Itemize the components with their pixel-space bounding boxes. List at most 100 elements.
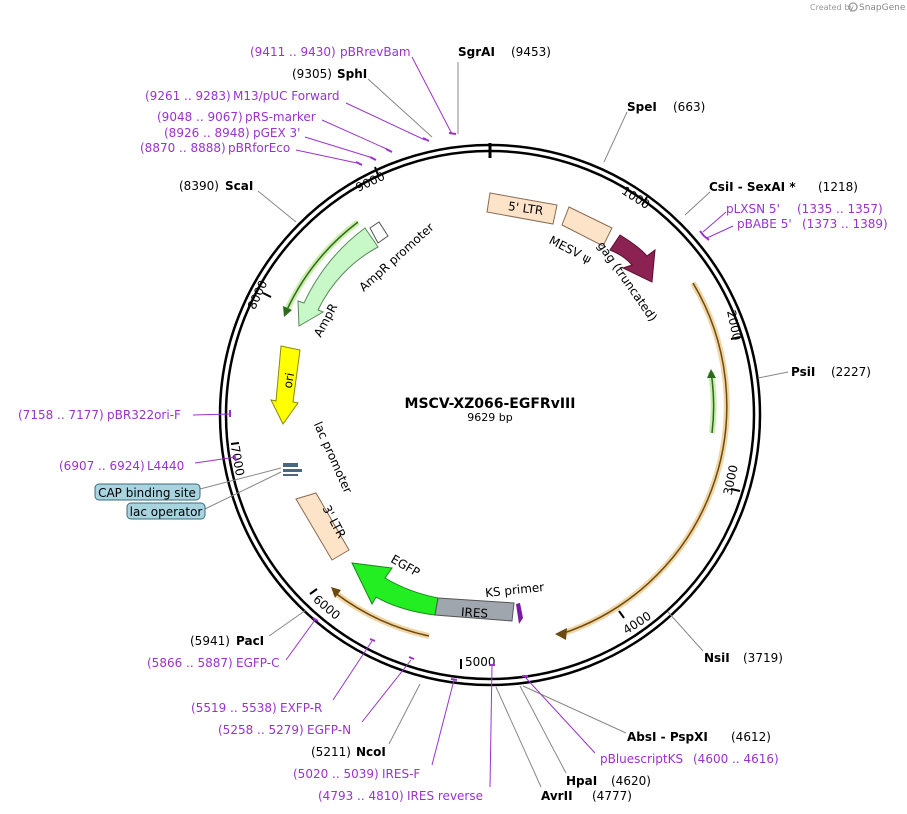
svg-text:NsiI: NsiI bbox=[704, 651, 730, 665]
svg-text:pBRrevBam: pBRrevBam bbox=[340, 45, 411, 59]
enzyme-avrii[interactable]: AvrII (4777) bbox=[495, 686, 632, 803]
svg-text:CsiI - SexAI *: CsiI - SexAI * bbox=[709, 180, 796, 194]
svg-text:(663): (663) bbox=[673, 100, 705, 114]
cap-binding-site-box[interactable]: CAP binding site bbox=[94, 483, 201, 501]
svg-text:L4440: L4440 bbox=[147, 459, 184, 473]
svg-text:HpaI: HpaI bbox=[566, 774, 597, 788]
tick-7000: 7000 bbox=[228, 445, 247, 478]
map-title: MSCV-XZ066-EGFRvIII bbox=[405, 396, 576, 412]
svg-text:(1218): (1218) bbox=[818, 180, 858, 194]
svg-text:(5866 .. 5887): (5866 .. 5887) bbox=[147, 656, 233, 670]
feature-5-ltr[interactable]: 5' LTR bbox=[486, 192, 558, 225]
enzyme-ncoi[interactable]: (5211) NcoI bbox=[311, 683, 421, 759]
svg-text:IRES reverse: IRES reverse bbox=[407, 789, 483, 803]
orf-arc-right bbox=[555, 281, 730, 640]
svg-text:NcoI: NcoI bbox=[356, 745, 386, 759]
primer-egfp-c[interactable]: (5866 .. 5887) EGFP-C bbox=[147, 617, 319, 670]
svg-text:pBluescriptKS: pBluescriptKS bbox=[600, 752, 683, 766]
feature-ires[interactable]: IRES bbox=[434, 597, 515, 622]
svg-text:(4777): (4777) bbox=[592, 789, 632, 803]
enzyme-sphi[interactable]: (9305) SphI bbox=[292, 67, 433, 138]
credit-brand: SnapGene bbox=[859, 3, 906, 13]
enzyme-spei[interactable]: SpeI (663) bbox=[603, 100, 705, 163]
enzyme-hpai[interactable]: HpaI (4620) bbox=[519, 685, 651, 788]
primer-pbluescriptks[interactable]: pBluescriptKS (4600 .. 4616) bbox=[522, 675, 779, 766]
cap-leader bbox=[199, 467, 282, 490]
svg-text:(4620): (4620) bbox=[611, 774, 651, 788]
feature-5-ltr-label: 5' LTR bbox=[507, 199, 544, 218]
lac-operator-label: lac operator bbox=[130, 505, 203, 519]
feature-3-ltr[interactable]: 3' LTR bbox=[295, 492, 350, 561]
svg-text:(5258 .. 5279): (5258 .. 5279) bbox=[218, 723, 304, 737]
svg-text:(9305): (9305) bbox=[292, 67, 332, 81]
svg-text:pGEX 3': pGEX 3' bbox=[253, 126, 300, 140]
svg-text:pBABE 5': pBABE 5' bbox=[737, 217, 792, 231]
feature-ks-primer[interactable]: KS primer bbox=[484, 580, 545, 624]
primer-ires-reverse[interactable]: (4793 .. 4810) IRES reverse bbox=[318, 664, 495, 803]
primer-prs-marker[interactable]: (9048 .. 9067) pRS-marker bbox=[157, 110, 393, 153]
feature-lac-promoter[interactable]: lac promoter bbox=[283, 419, 355, 495]
snapgene-credit: Created by SnapGene bbox=[810, 2, 906, 13]
lac-operator-box[interactable]: lac operator bbox=[126, 502, 206, 520]
svg-text:(4612): (4612) bbox=[731, 730, 771, 744]
svg-text:(8390): (8390) bbox=[179, 179, 219, 193]
svg-text:(3719): (3719) bbox=[743, 651, 783, 665]
svg-text:(4793 .. 4810): (4793 .. 4810) bbox=[318, 789, 404, 803]
enzyme-nsii[interactable]: NsiI (3719) bbox=[667, 611, 783, 665]
primer-pgex-3[interactable]: (8926 .. 8948) pGEX 3' bbox=[164, 126, 377, 161]
svg-text:ScaI: ScaI bbox=[225, 179, 253, 193]
feature-ampr-promoter-label: AmpR promoter bbox=[356, 220, 436, 294]
map-length: 9629 bp bbox=[467, 411, 512, 424]
svg-text:EGFP-N: EGFP-N bbox=[307, 723, 351, 737]
svg-text:(8926 .. 8948): (8926 .. 8948) bbox=[164, 126, 250, 140]
feature-ampr[interactable]: AmpR bbox=[297, 227, 379, 339]
primer-plxsn-5[interactable]: pLXSN 5' (1335 .. 1357) bbox=[699, 202, 883, 237]
enzyme-scai[interactable]: (8390) ScaI bbox=[179, 179, 297, 223]
svg-text:EGFP-C: EGFP-C bbox=[236, 656, 279, 670]
svg-text:AvrII: AvrII bbox=[541, 789, 573, 803]
feature-egfp-label: EGFP bbox=[388, 552, 422, 580]
svg-text:(4600 .. 4616): (4600 .. 4616) bbox=[693, 752, 779, 766]
svg-text:SpeI: SpeI bbox=[627, 100, 657, 114]
primer-m13-puc-forward[interactable]: (9261 .. 9283) M13/pUC Forward bbox=[145, 89, 430, 142]
enzyme-paci[interactable]: (5941) PacI bbox=[190, 609, 307, 648]
feature-gag[interactable]: gag (truncated) bbox=[594, 234, 660, 324]
tick-2000: 2000 bbox=[724, 309, 744, 342]
svg-text:pBRforEco: pBRforEco bbox=[228, 141, 290, 155]
orf-arc-green bbox=[707, 369, 717, 434]
primer-ires-f[interactable]: (5020 .. 5039) IRES-F bbox=[293, 678, 458, 781]
enzyme-psii[interactable]: PsiI (2227) bbox=[757, 365, 871, 379]
feature-ampr-promoter[interactable]: AmpR promoter bbox=[356, 220, 436, 294]
svg-text:pLXSN 5': pLXSN 5' bbox=[726, 202, 780, 216]
svg-text:M13/pUC Forward: M13/pUC Forward bbox=[233, 89, 340, 103]
svg-text:AbsI - PspXI: AbsI - PspXI bbox=[627, 730, 708, 744]
svg-text:pRS-marker: pRS-marker bbox=[245, 110, 316, 124]
svg-text:(5519 .. 5538): (5519 .. 5538) bbox=[191, 701, 277, 715]
feature-ires-label: IRES bbox=[461, 605, 489, 621]
orf-arc-ampr bbox=[283, 219, 360, 317]
svg-text:EXFP-R: EXFP-R bbox=[280, 701, 322, 715]
svg-text:(1373 .. 1389): (1373 .. 1389) bbox=[802, 217, 888, 231]
feature-lac-promoter-label: lac promoter bbox=[311, 419, 355, 495]
primer-exfp-r[interactable]: (5519 .. 5538) EXFP-R bbox=[191, 638, 376, 715]
feature-ori[interactable]: ori bbox=[270, 345, 301, 425]
primer-pbr322ori-f[interactable]: (7158 .. 7177) pBR322ori-F bbox=[18, 408, 231, 422]
primer-l4440[interactable]: (6907 .. 6924) L4440 bbox=[59, 454, 237, 473]
primer-pbabe-5[interactable]: pBABE 5' (1373 .. 1389) bbox=[703, 217, 888, 241]
svg-text:(5211): (5211) bbox=[311, 745, 351, 759]
primer-pbrforeco[interactable]: (8870 .. 8888) pBRforEco bbox=[140, 141, 363, 166]
svg-text:(5941): (5941) bbox=[190, 634, 230, 648]
enzyme-sgrai[interactable]: SgrAI (9453) bbox=[457, 45, 551, 134]
enzyme-absi-pspxi[interactable]: AbsI - PspXI (4612) bbox=[522, 685, 771, 744]
primer-pbrrevbam[interactable]: (9411 .. 9430) pBRrevBam bbox=[250, 45, 457, 135]
primer-egfp-n[interactable]: (5258 .. 5279) EGFP-N bbox=[218, 656, 415, 737]
enzyme-csii-sexai[interactable]: CsiI - SexAI * (1218) bbox=[684, 180, 858, 216]
svg-text:PsiI: PsiI bbox=[791, 365, 815, 379]
svg-text:PacI: PacI bbox=[236, 634, 264, 648]
svg-text:SgrAI: SgrAI bbox=[458, 45, 495, 59]
feature-egfp[interactable]: EGFP bbox=[351, 552, 439, 616]
credit-prefix: Created by bbox=[810, 3, 854, 12]
snapgene-logo-icon bbox=[848, 2, 858, 12]
svg-text:pBR322ori-F: pBR322ori-F bbox=[107, 408, 181, 422]
